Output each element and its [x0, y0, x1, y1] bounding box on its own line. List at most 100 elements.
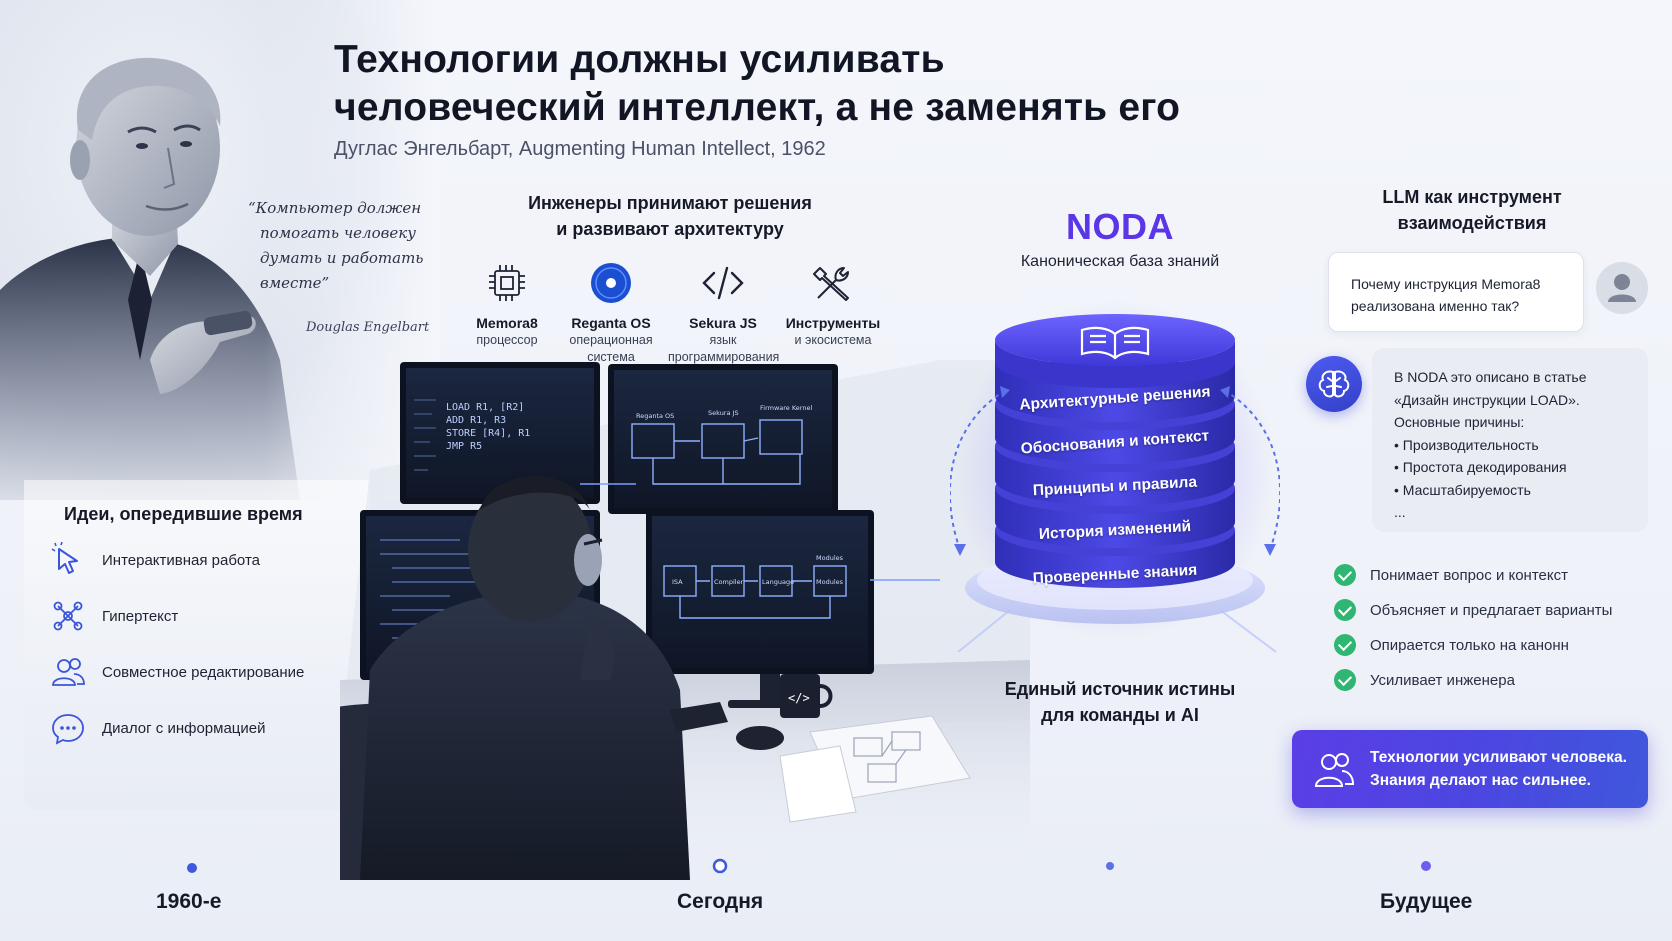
quote-line: думать и работать [260, 249, 424, 267]
tool-sekura-js: Sekura JS язык программирования [668, 260, 779, 366]
timeline-label-today: Сегодня [677, 890, 764, 913]
ai-avatar [1306, 356, 1362, 412]
tool-name: Инструменты [785, 315, 881, 331]
quote-line: помогать человеку [260, 224, 416, 242]
idea-label: Интерактивная работа [102, 551, 260, 569]
capability-item: Понимает вопрос и контекст [1334, 564, 1568, 586]
diagram-label: Compiler [714, 578, 744, 586]
tool-memora8: Memora8 процессор [452, 260, 562, 349]
tool-desc: язык [709, 333, 737, 347]
code-line: STORE [R4], R1 [446, 428, 530, 439]
answer-reason: Производительность [1394, 434, 1626, 457]
tool-desc: операционная [569, 333, 653, 347]
idea-item: Гипертекст [50, 598, 178, 634]
caption-line: для команды и AI [1041, 705, 1199, 725]
engelbart-portrait: “Компьютер должен помогать человеку дума… [0, 0, 440, 500]
capability-label: Опирается только на канонн [1370, 636, 1569, 654]
user-question-bubble: Почему инструкция Memora8 реализована им… [1328, 252, 1584, 332]
diagram-label: Language [762, 578, 794, 586]
idea-item: Совместное редактирование [50, 654, 304, 690]
engineers-title-line: Инженеры принимают решения [528, 193, 812, 213]
chip-icon [489, 265, 525, 301]
timeline [187, 858, 1431, 874]
code-icon [702, 266, 744, 300]
diagram-label: Sekura JS [708, 409, 739, 417]
brain-icon [1318, 370, 1350, 398]
capability-item: Усиливает инженера [1334, 669, 1515, 691]
quote-line: вместе” [260, 274, 330, 292]
answer-reason: Простота декодирования [1394, 456, 1626, 479]
timeline-dot [1106, 862, 1114, 870]
answer-line: В NODA это описано в статье [1394, 369, 1587, 385]
disc-icon [591, 263, 631, 303]
diagram-label: Firmware Kernel [760, 404, 812, 412]
noda-title: NODA [1066, 206, 1174, 247]
tool-reganta-os: Reganta OS операционная система [556, 260, 666, 366]
idea-item: Диалог с информацией [50, 710, 265, 746]
summary-banner: Технологии усиливают человека. Знания де… [1292, 730, 1648, 808]
page-subtitle: Дуглас Энгельбарт, Augmenting Human Inte… [334, 138, 826, 160]
network-icon [53, 601, 83, 631]
diagram-label: Modules [816, 554, 844, 562]
knowledge-base-cylinder [950, 300, 1280, 653]
llm-title: LLM как инструмент взаимодействия [1342, 184, 1602, 236]
cursor-icon [51, 542, 78, 574]
users-icon [52, 658, 85, 686]
team-icon [1314, 753, 1355, 787]
answer-line: «Дизайн инструкции LOAD». [1394, 391, 1580, 408]
title-line: Технологии должны усиливать [334, 38, 945, 81]
capability-label: Объясняет и предлагает варианты [1370, 601, 1613, 619]
answer-reason: Масштабируемость [1394, 479, 1626, 502]
single-source-caption: Единый источник истины для команды и AI [990, 676, 1250, 728]
engineers-title-line: и развивают архитектуру [556, 219, 784, 239]
quote-line: “Компьютер должен [248, 199, 422, 217]
tool-desc: и экосистема [794, 333, 872, 347]
answer-line: Основные причины: [1394, 414, 1525, 430]
ideas-title: Идеи, опередившие время [64, 504, 303, 524]
idea-label: Гипертекст [102, 607, 179, 625]
check-icon [1334, 564, 1356, 586]
page-title: Технологии должны усиливать человеческий… [334, 36, 1234, 132]
timeline-dot [1421, 861, 1431, 871]
engineer-workstation-scene: LOAD R1, [R2] ADD R1, R3 STORE [R4], R1 … [340, 360, 1030, 880]
diagram-label: ISA [672, 578, 683, 586]
timeline-dot [187, 863, 197, 873]
check-icon [1334, 599, 1356, 621]
timeline-label-1960s: 1960-е [156, 890, 222, 913]
llm-title-line: взаимодействия [1397, 213, 1547, 233]
check-icon [1334, 669, 1356, 691]
capability-label: Понимает вопрос и контекст [1370, 566, 1568, 584]
tool-desc: процессор [476, 333, 538, 347]
question-line: реализована именно так? [1351, 298, 1520, 314]
caption-line: Единый источник истины [1004, 679, 1236, 699]
user-icon [1608, 274, 1636, 302]
engineers-title: Инженеры принимают решения и развивают а… [500, 190, 840, 242]
signature: Douglas Engelbart [306, 320, 430, 335]
banner-line: Знания делают нас сильнее. [1370, 772, 1591, 789]
code-line: ADD R1, R3 [446, 415, 506, 426]
tools-icon [813, 267, 849, 301]
chat-icon [52, 714, 84, 745]
diagram-label: Modules [816, 578, 844, 586]
tool-ecosystem: Инструменты и экосистема [778, 260, 888, 349]
tool-name: Memora8 [476, 315, 538, 331]
code-line: LOAD R1, [R2] [446, 402, 524, 413]
tool-name: Reganta OS [571, 315, 651, 331]
answer-reasons: Производительность Простота декодировани… [1394, 434, 1626, 502]
noda-subtitle: Каноническая база знаний [1020, 253, 1220, 270]
question-line: Почему инструкция Memora8 [1351, 276, 1541, 292]
idea-item: Интерактивная работа [50, 542, 260, 578]
capability-item: Объясняет и предлагает варианты [1334, 599, 1612, 621]
timeline-label-future: Будущее [1380, 890, 1473, 913]
portrait-illustration [0, 0, 440, 500]
diagram-label: Reganta OS [636, 412, 674, 420]
title-line: человеческий интеллект, а не заменять ег… [334, 86, 1181, 129]
tool-desc: система [587, 350, 635, 364]
idea-label: Совместное редактирование [102, 663, 305, 681]
code-line: JMP R5 [446, 441, 482, 452]
banner-line: Технологии усиливают человека. [1370, 749, 1627, 766]
capability-label: Усиливает инженера [1370, 671, 1515, 689]
llm-title-line: LLM как инструмент [1382, 187, 1562, 207]
idea-label: Диалог с информацией [102, 719, 266, 737]
tool-name: Sekura JS [689, 315, 757, 331]
